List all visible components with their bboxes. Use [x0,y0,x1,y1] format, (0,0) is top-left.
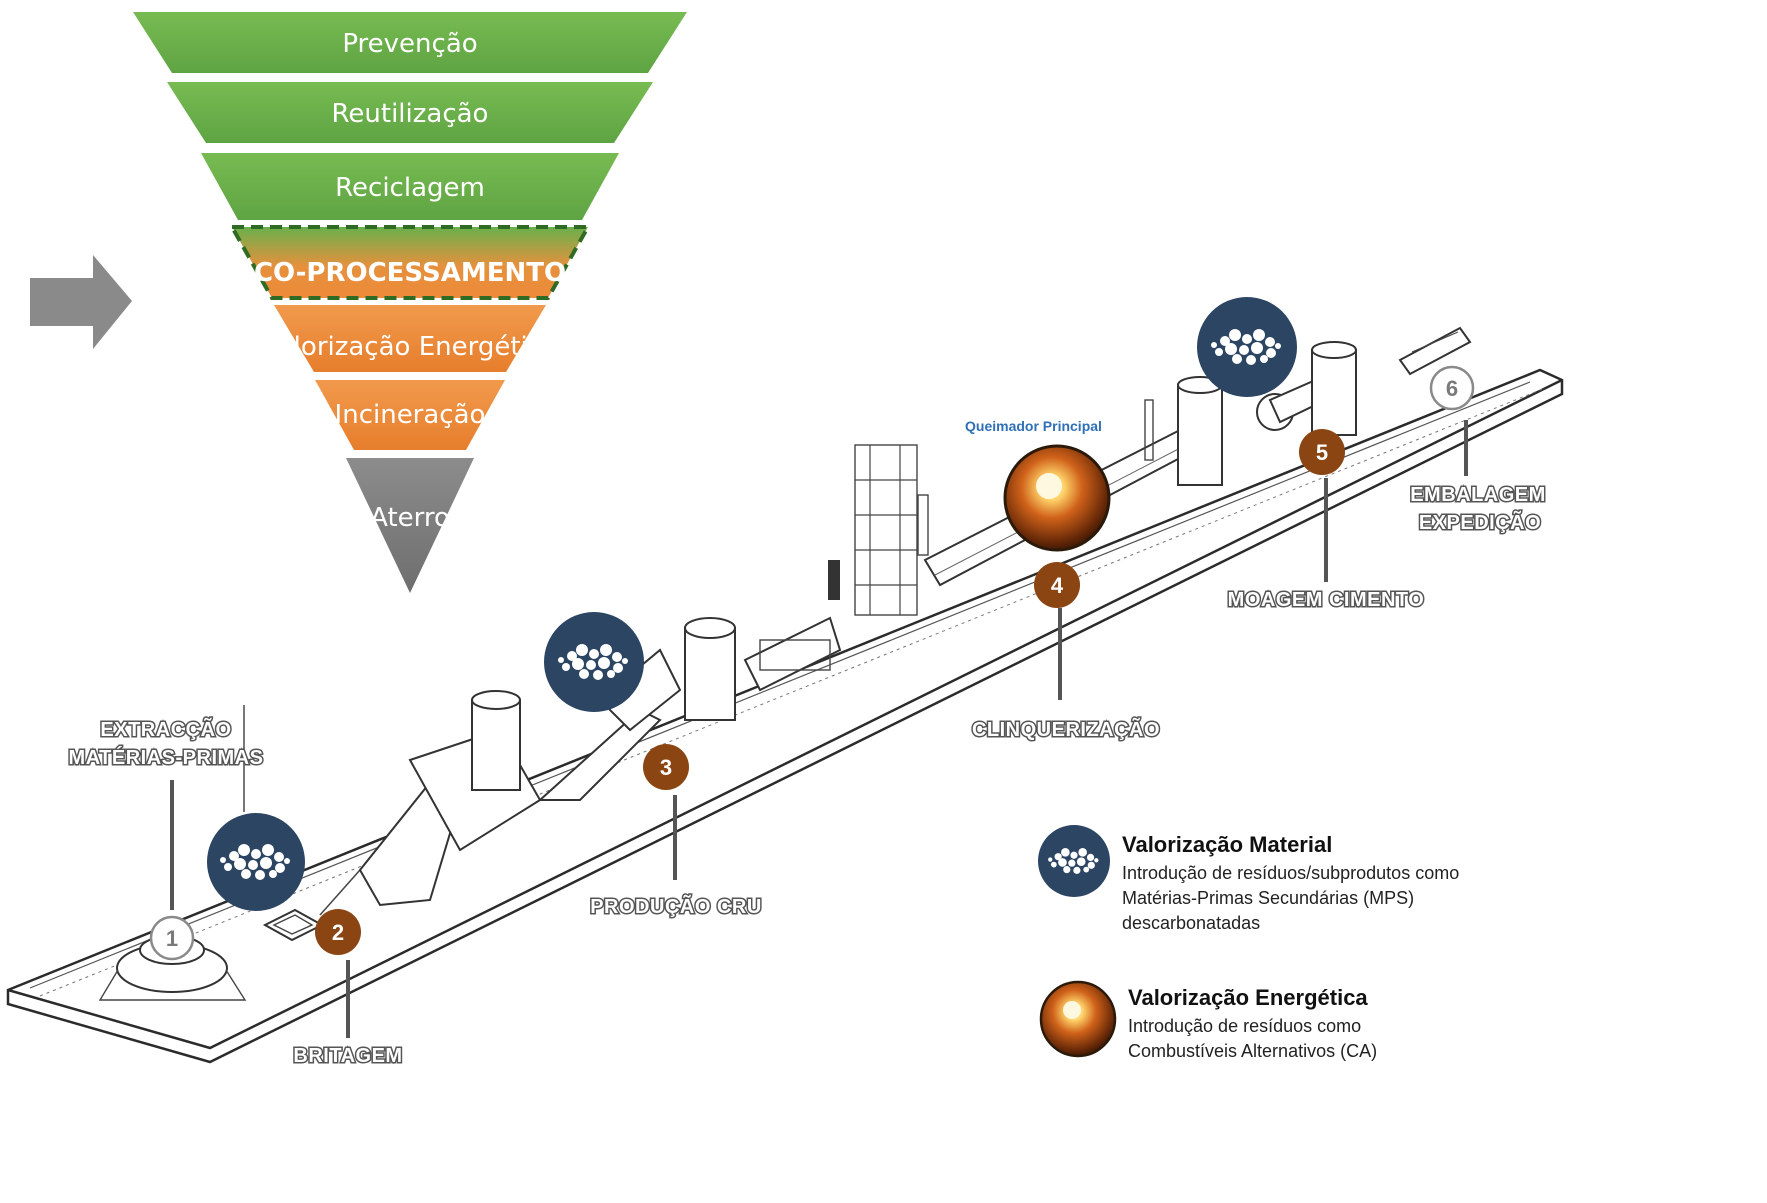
packing-sketch [1398,326,1472,376]
material-valorization-icon [207,813,305,911]
legend-energy: Valorização Energética Introdução de res… [1039,980,1377,1061]
legend-title: Valorização Material [1122,832,1332,857]
raw-mill-sketch [684,616,842,721]
stage-label-line: EXTRACÇÃO [100,718,231,741]
stage-number: 2 [332,920,344,945]
stage-label-line: BRITAGEM [293,1045,402,1067]
stage-number: 3 [660,755,672,780]
stage-label-britagem: BRITAGEM [292,1044,404,1069]
stage-number: 1 [166,926,178,951]
material-valorization-icon [1038,825,1110,897]
tier-label: Reciclagem [335,173,485,203]
tier-label: Prevenção [342,29,477,59]
tier-label: CO-PROCESSAMENTO [254,258,566,288]
legend-material: Valorização Material Introdução de resíd… [1038,825,1459,933]
stage-number: 5 [1316,440,1328,465]
legend-desc-line: Introdução de resíduos como [1128,1016,1361,1036]
tier-prevencao: Prevenção [133,12,687,73]
stage-badge-5: 5 [1299,429,1345,475]
stage-label-line: MATÉRIAS-PRIMAS [69,746,264,769]
tier-incineracao: Incineração [315,380,505,450]
legend: Valorização Material Introdução de resíd… [1038,825,1459,1061]
burner-label: Queimador Principal [965,418,1102,434]
plant-equipment [98,326,1472,1001]
waste-hierarchy: Prevenção Reutilização Reciclagem CO-PRO… [133,12,687,593]
legend-title: Valorização Energética [1128,985,1368,1010]
storage-hall-sketch [358,648,682,907]
tier-valorizacao-energetica: Valorização Energética [262,305,558,372]
energy-valorization-icon [1039,980,1117,1058]
stage-badge-1: 1 [149,915,195,961]
tier-reutilizacao: Reutilização [167,82,653,143]
tier-coprocessamento: CO-PROCESSAMENTO [228,225,592,300]
tier-reciclagem: Reciclagem [201,153,619,220]
stage-label-extraccao: EXTRACÇÃO MATÉRIAS-PRIMAS [67,717,264,771]
leader-lines [170,420,1468,1038]
stage-label-clinquerizacao: CLINQUERIZAÇÃO [970,717,1161,743]
stage-label-line: EXPEDIÇÃO [1419,511,1541,534]
stage-label-line: CLINQUERIZAÇÃO [972,718,1160,741]
legend-desc-line: Combustíveis Alternativos (CA) [1128,1041,1377,1061]
preheater-tower-sketch [828,444,918,616]
material-valorization-icon [1197,297,1297,397]
cement-mill-sketch [1177,341,1357,486]
stage-badge-4: 4 [1034,562,1080,608]
stage-label-embalagem-expedicao: EMBALAGEM EXPEDIÇÃO [1409,483,1547,536]
tier-label: Aterro [370,503,450,533]
energy-valorization-icon [1003,444,1111,552]
stage-label-moagem-cimento: MOAGEM CIMENTO [1226,588,1425,613]
tier-label: Valorização Energética [262,332,558,362]
stage-badge-6: 6 [1429,365,1475,411]
stage-label-line: MOAGEM CIMENTO [1228,589,1425,611]
quarry-sketch [98,935,247,1001]
tier-label: Reutilização [332,99,489,129]
legend-desc-line: descarbonatadas [1122,913,1260,933]
stage-label-line: PRODUÇÃO CRU [590,895,762,918]
stage-label-producao-cru: PRODUÇÃO CRU [589,894,763,920]
legend-desc-line: Introdução de resíduos/subprodutos como [1122,863,1459,883]
stage-number: 6 [1446,376,1458,401]
stage-number: 4 [1051,573,1064,598]
arrow-right-icon [30,255,132,349]
stage-badge-3: 3 [643,744,689,790]
material-valorization-icon [544,612,644,712]
legend-desc-line: Matérias-Primas Secundárias (MPS) [1122,888,1414,908]
tier-label: Incineração [335,400,486,430]
stage-badge-2: 2 [315,909,361,955]
tier-aterro: Aterro [346,458,474,593]
stage-label-line: EMBALAGEM [1410,484,1546,506]
